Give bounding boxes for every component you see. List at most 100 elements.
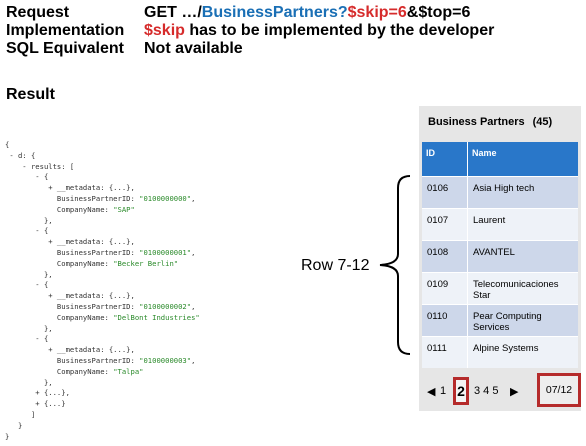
json-key: - {	[5, 280, 49, 290]
cell-id: 0108	[422, 241, 468, 272]
json-line: + __metadata: {...},	[5, 291, 295, 302]
cell-id: 0106	[422, 177, 468, 208]
json-line: BusinessPartnerID: "0100000000",	[5, 194, 295, 205]
json-key: },	[5, 323, 53, 333]
json-key: {	[5, 140, 10, 149]
cell-id: 0107	[422, 209, 468, 240]
json-line: CompanyName: "Talpa"	[5, 367, 295, 378]
cell-name: Pear Computing Services	[473, 311, 542, 333]
json-key: BusinessPartnerID:	[5, 355, 140, 365]
next-pages-links[interactable]: 3 4 5	[474, 385, 499, 397]
column-header-name[interactable]: Name	[472, 148, 497, 158]
json-key: + {...},	[5, 388, 70, 398]
json-key: + __metadata: {...},	[5, 345, 135, 355]
json-key: - {	[5, 226, 49, 236]
page-1-link[interactable]: 1	[440, 385, 447, 397]
json-key: CompanyName:	[5, 258, 114, 268]
json-key: },	[5, 377, 53, 387]
json-punct: ,	[191, 247, 196, 257]
json-result-tree: { - d: { - results: [ - { + __metadata: …	[5, 140, 295, 442]
json-line: },	[5, 270, 295, 281]
table-body: 0106 Asia High tech 0107 Laurent 0108 AVANTEL…	[422, 176, 578, 368]
json-line: CompanyName: "Becker Berlin"	[5, 259, 295, 270]
request-entity: BusinessPartners	[201, 4, 338, 21]
json-string-value: "SAP"	[113, 204, 135, 214]
cell-id: 0111	[422, 337, 468, 368]
implementation-label: Implementation	[6, 22, 125, 39]
json-line: },	[5, 216, 295, 227]
request-qmark: ?	[337, 4, 348, 21]
json-key: ]	[5, 409, 36, 419]
pagination: ◀ 1 2 3 4 5 ▶ 07/12	[419, 371, 581, 411]
json-key: }	[5, 420, 23, 430]
request-label: Request	[6, 4, 70, 21]
json-key: CompanyName:	[5, 366, 114, 376]
json-line: }	[5, 432, 295, 443]
cell-name: Laurent	[473, 215, 506, 226]
column-header-id[interactable]: ID	[422, 142, 468, 176]
json-key: + __metadata: {...},	[5, 183, 135, 193]
current-page: 2	[453, 377, 469, 405]
curly-bracket-icon	[379, 175, 411, 355]
json-key: CompanyName:	[5, 204, 114, 214]
json-string-value: "Talpa"	[113, 366, 144, 376]
json-line: - {	[5, 172, 295, 183]
json-key: + {...}	[5, 399, 66, 409]
json-line: CompanyName: "DelBont Industries"	[5, 313, 295, 324]
business-partners-panel: Business Partners (45) ID Name 0106 Asia H…	[419, 106, 581, 411]
json-line: + __metadata: {...},	[5, 183, 295, 194]
cell-name: AVANTEL	[473, 247, 515, 258]
json-line: BusinessPartnerID: "0100000003",	[5, 356, 295, 367]
request-prefix: GET …/	[144, 4, 202, 21]
table-row[interactable]: 0106 Asia High tech	[422, 176, 578, 208]
prev-page-icon[interactable]: ◀	[427, 386, 436, 398]
json-line: + __metadata: {...},	[5, 237, 295, 248]
json-line: }	[5, 421, 295, 432]
json-line: BusinessPartnerID: "0100000001",	[5, 248, 295, 259]
next-page-icon[interactable]: ▶	[510, 386, 519, 398]
cell-id: 0110	[422, 305, 468, 336]
json-key: BusinessPartnerID:	[5, 193, 140, 203]
sql-label: SQL Equivalent	[6, 40, 124, 57]
row-range-indicator: 07/12	[537, 373, 581, 407]
json-string-value: "Becker Berlin"	[113, 258, 179, 268]
panel-title-text: Business Partners	[428, 116, 525, 128]
cell-id: 0109	[422, 273, 468, 304]
row-range-annotation: Row 7-12	[301, 257, 370, 274]
json-key: BusinessPartnerID:	[5, 301, 140, 311]
implementation-value: $skip has to be implemented by the devel…	[144, 22, 494, 39]
json-key: - {	[5, 172, 49, 182]
json-line: ]	[5, 410, 295, 421]
json-line: + __metadata: {...},	[5, 345, 295, 356]
json-string-value: "0100000001"	[139, 247, 192, 257]
json-string-value: "0100000000"	[139, 193, 192, 203]
json-key: - results: [	[5, 161, 75, 171]
json-punct: ,	[191, 355, 196, 365]
json-line: {	[5, 140, 295, 151]
json-key: + __metadata: {...},	[5, 291, 135, 301]
json-line: - {	[5, 280, 295, 291]
json-line: - results: [	[5, 162, 295, 173]
json-punct: ,	[191, 193, 196, 203]
sql-value: Not available	[144, 40, 243, 57]
cell-name: Asia High tech	[473, 183, 535, 194]
result-label: Result	[6, 86, 55, 103]
json-line: BusinessPartnerID: "0100000002",	[5, 302, 295, 313]
cell-name: Telecomunicaciones Star	[473, 279, 559, 301]
json-punct: ,	[191, 301, 196, 311]
partner-count: (45)	[532, 116, 553, 128]
json-key: CompanyName:	[5, 312, 114, 322]
json-line: - {	[5, 226, 295, 237]
json-key: BusinessPartnerID:	[5, 247, 140, 257]
json-line: + {...}	[5, 399, 295, 410]
table-row[interactable]: 0107 Laurent	[422, 208, 578, 240]
implementation-rest: has to be implemented by the developer	[184, 22, 495, 39]
request-top: &$top=6	[406, 4, 471, 21]
table-row[interactable]: 0108 AVANTEL	[422, 240, 578, 272]
json-line: CompanyName: "SAP"	[5, 205, 295, 216]
json-line: },	[5, 378, 295, 389]
